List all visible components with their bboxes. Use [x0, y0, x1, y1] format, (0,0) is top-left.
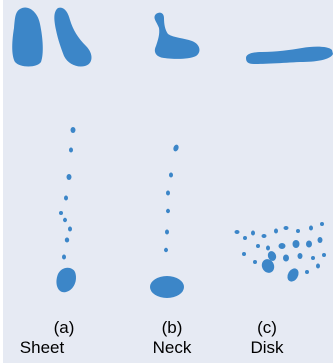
caption-sheet-letter: (a) — [53, 318, 75, 337]
disk-droplets — [234, 222, 326, 282]
caption-disk-name: Disk — [250, 338, 284, 357]
disk-blob — [246, 46, 333, 64]
sheet-droplets — [56, 127, 76, 293]
caption-sheet-label: Sheet — [12, 338, 72, 358]
sheet-blob-right — [54, 7, 92, 67]
caption-neck: (b) — [127, 318, 217, 338]
caption-neck-label: Neck — [122, 338, 222, 358]
panel-left-edge — [0, 0, 3, 363]
caption-sheet: (a) Neck — [19, 318, 109, 338]
caption-sheet-name-text: Sheet — [19, 338, 65, 357]
neck-droplets — [150, 144, 184, 298]
caption-neck-letter: (b) — [161, 318, 183, 337]
caption-disk: (c) — [227, 318, 307, 338]
neck-blob — [154, 12, 200, 59]
caption-neck-name: Neck — [152, 338, 192, 357]
caption-disk-letter: (c) — [257, 318, 277, 337]
sheet-blob-left — [12, 7, 43, 67]
caption-disk-label: Disk — [227, 338, 307, 358]
